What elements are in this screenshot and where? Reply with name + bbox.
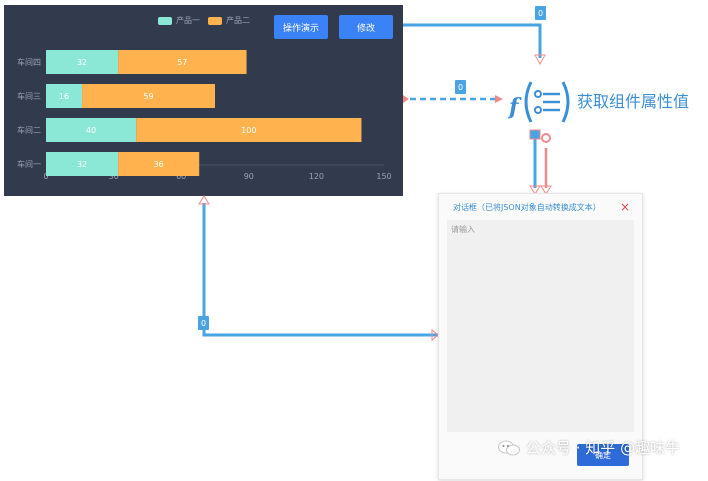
dialog-textarea[interactable]: 请输入 bbox=[447, 220, 634, 432]
port-badge[interactable]: 0 bbox=[535, 6, 546, 20]
bar-1 bbox=[46, 84, 83, 108]
wire-arrow bbox=[529, 185, 541, 195]
y-tick-label: 车间三 bbox=[17, 91, 41, 101]
wechat-icon bbox=[498, 440, 520, 455]
legend-label: 产品二 bbox=[226, 16, 250, 25]
bar-1 bbox=[46, 152, 119, 176]
data-label: 40 bbox=[86, 126, 96, 135]
dialog-title: 对话框（已将JSON对象自动转换成文本） bbox=[453, 203, 601, 212]
legend-item-series2: 产品二 bbox=[208, 15, 250, 26]
data-label: 100 bbox=[241, 126, 256, 135]
data-label: 32 bbox=[77, 58, 87, 67]
bar-1 bbox=[46, 118, 137, 142]
demo-button[interactable]: 操作演示 bbox=[274, 15, 328, 39]
dialog[interactable]: 对话框（已将JSON对象自动转换成文本） × 请输入 确定 bbox=[438, 193, 643, 480]
x-tick-label: 0 bbox=[43, 172, 48, 181]
watermark-text: 公众号 · 知乎 @趣味牛 bbox=[526, 439, 681, 457]
close-icon[interactable]: × bbox=[619, 200, 630, 214]
bar-1 bbox=[46, 50, 119, 74]
bar-2 bbox=[118, 50, 247, 74]
legend-label: 产品一 bbox=[176, 16, 200, 25]
port-badge[interactable]: 0 bbox=[455, 80, 466, 94]
y-tick-label: 车间二 bbox=[17, 125, 41, 135]
wire-arrow bbox=[540, 185, 552, 195]
port-out[interactable] bbox=[529, 129, 541, 140]
legend-swatch bbox=[158, 16, 172, 25]
wire-arrow bbox=[198, 195, 210, 205]
data-label: 32 bbox=[77, 160, 87, 169]
bar-2 bbox=[118, 152, 200, 176]
watermark: 公众号 · 知乎 @趣味牛 bbox=[498, 437, 680, 458]
wire-arrow bbox=[495, 95, 503, 103]
data-label: 36 bbox=[154, 160, 164, 169]
port-out-red[interactable] bbox=[541, 133, 551, 143]
ok-button[interactable]: 确定 bbox=[577, 444, 629, 466]
port-badge[interactable]: 0 bbox=[198, 316, 209, 330]
x-tick-label: 90 bbox=[244, 172, 254, 181]
y-tick-label: 车间一 bbox=[17, 159, 41, 169]
data-label: 59 bbox=[143, 92, 153, 101]
node-label: 获取组件属性值 bbox=[577, 92, 690, 111]
wire-arrow bbox=[403, 95, 409, 103]
x-tick-label: 150 bbox=[376, 172, 391, 181]
bar-chart: 0 30 60 90 120 150 车间四 32 57 车间三 16 59 车间二 40 100 车间一 32… bbox=[17, 50, 392, 181]
x-tick-label: 30 bbox=[109, 172, 119, 181]
data-label: 16 bbox=[59, 92, 69, 101]
chart-panel[interactable]: 产品一 产品二 操作演示 修改 0 30 60 90 120 150 车间四 32 57 车间三 1… bbox=[4, 5, 403, 196]
data-label: 57 bbox=[177, 58, 187, 67]
function-icon: f bbox=[507, 81, 570, 123]
bar-2 bbox=[82, 84, 215, 108]
svg-text:f: f bbox=[507, 94, 522, 120]
edit-button[interactable]: 修改 bbox=[339, 15, 393, 39]
textarea-placeholder: 请输入 bbox=[451, 225, 475, 234]
wire-arrow bbox=[534, 54, 546, 66]
legend-item-series1: 产品一 bbox=[158, 15, 200, 26]
legend-swatch bbox=[208, 16, 222, 25]
wire-chart-to-node bbox=[403, 23, 542, 58]
y-tick-label: 车间四 bbox=[17, 57, 41, 67]
get-property-node[interactable]: f 获取组件属性值 bbox=[505, 72, 708, 132]
bar-2 bbox=[136, 118, 362, 142]
x-tick-label: 60 bbox=[176, 172, 186, 181]
x-tick-label: 120 bbox=[309, 172, 324, 181]
wire-dialog-to-chart bbox=[202, 203, 438, 337]
wire-arrow bbox=[431, 328, 439, 342]
